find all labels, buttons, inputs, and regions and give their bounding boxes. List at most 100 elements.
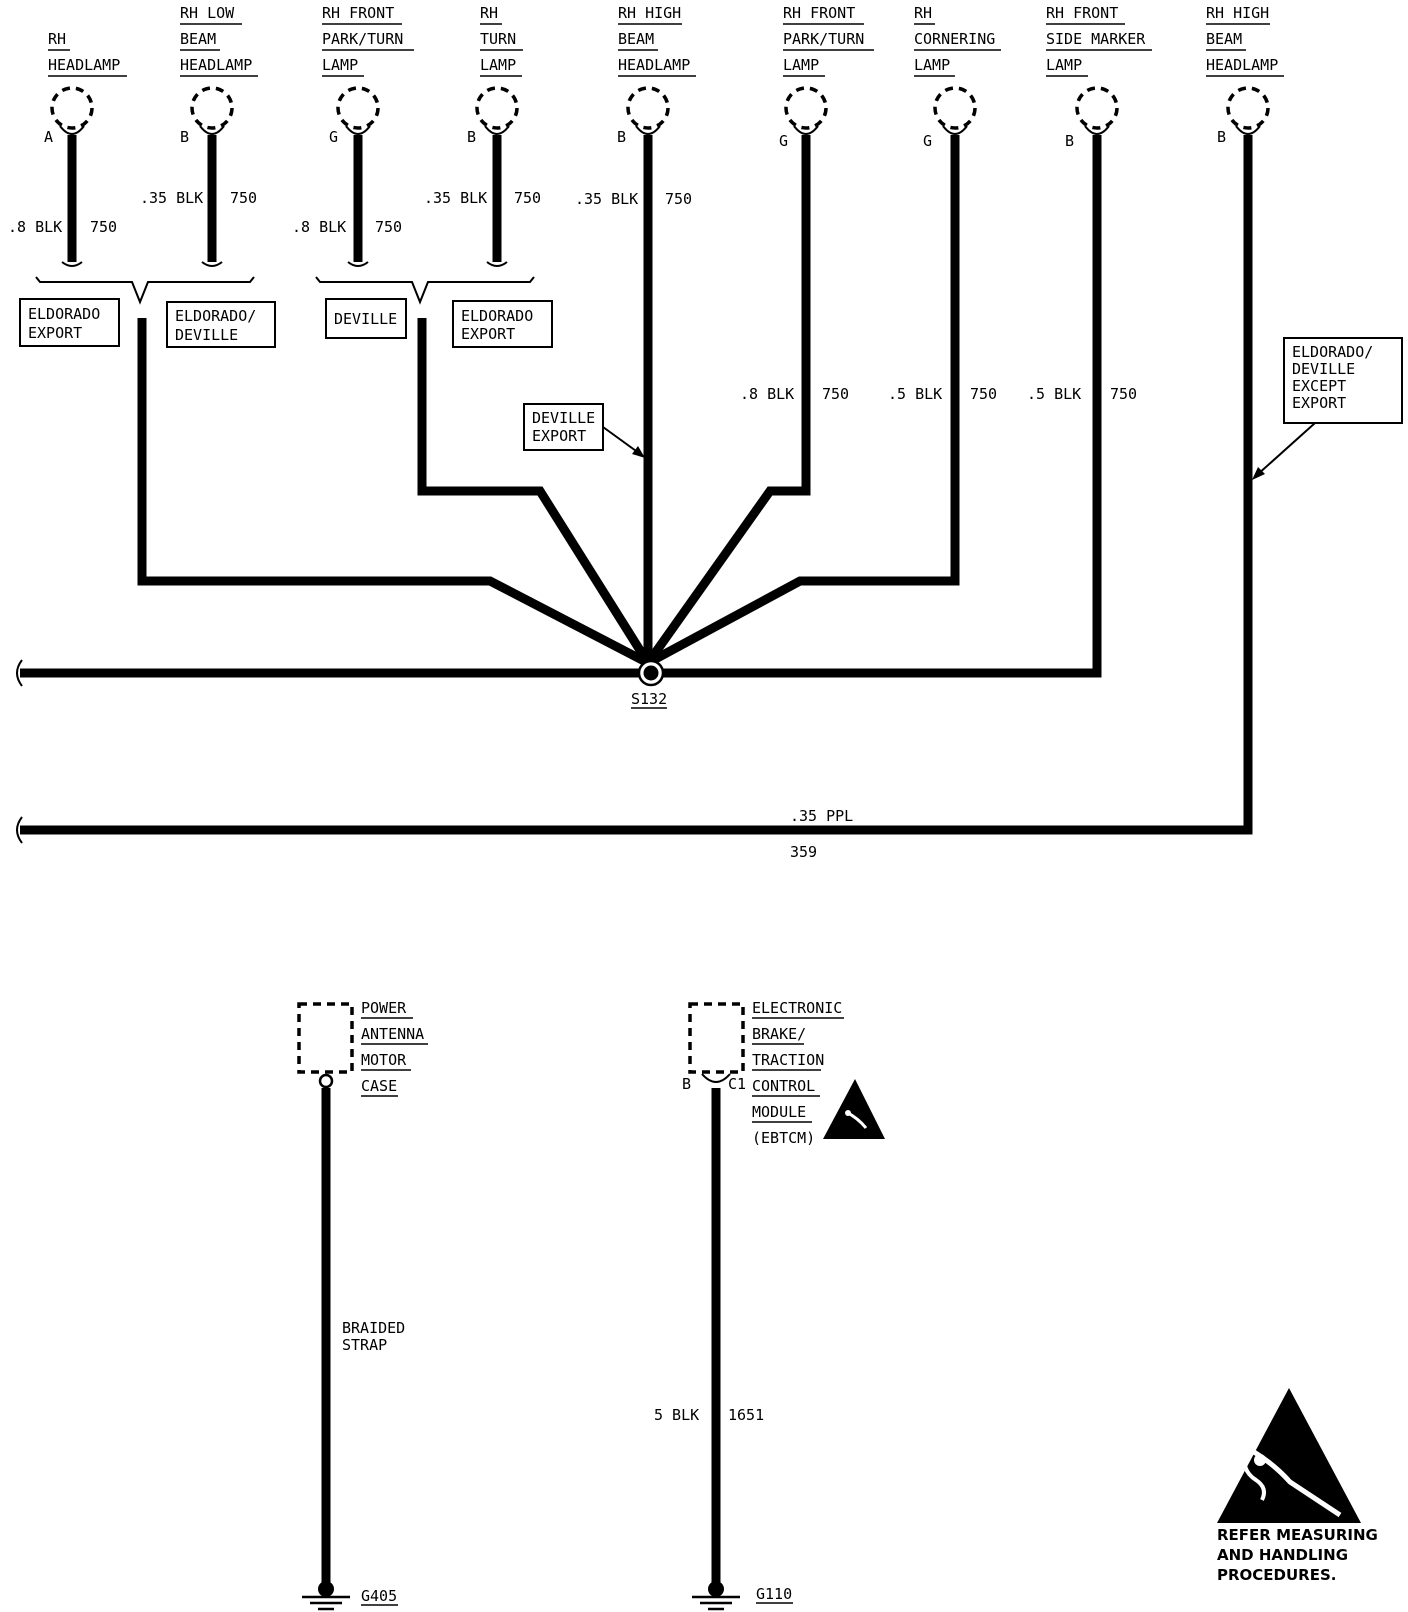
svg-text:DEVILLE: DEVILLE (334, 310, 397, 328)
lamp-bulb-icon (475, 86, 519, 135)
ebtcm-module-box (688, 1002, 745, 1074)
svg-text:HEADLAMP: HEADLAMP (48, 56, 120, 74)
bracket-right (315, 276, 535, 305)
option-eldorado-export-2: ELDORADO EXPORT (452, 300, 553, 348)
svg-text:RH FRONT: RH FRONT (783, 4, 855, 22)
ground-icon (692, 1581, 740, 1611)
ground-label-g405: G405 (361, 1587, 397, 1605)
svg-text:.35 BLK: .35 BLK (575, 190, 638, 208)
svg-text:AND HANDLING: AND HANDLING (1217, 1546, 1348, 1564)
wire-ppl (20, 135, 1253, 835)
svg-text:BRAKE/: BRAKE/ (752, 1025, 806, 1043)
wire-branch-2 (417, 318, 652, 666)
power-antenna-circuit: POWER ANTENNA MOTOR CASE BRAIDED STRAP G… (297, 999, 428, 1611)
lamp-7-title: RH CORNERING LAMP (914, 4, 995, 74)
svg-text:B: B (682, 1075, 691, 1093)
svg-text:B: B (1065, 132, 1074, 150)
svg-text:HEADLAMP: HEADLAMP (180, 56, 252, 74)
lamp-bulb-icon (1226, 86, 1270, 135)
svg-text:DEVILLE: DEVILLE (1292, 360, 1355, 378)
svg-text:G: G (779, 132, 788, 150)
svg-text:A: A (44, 128, 53, 146)
svg-text:.8 BLK: .8 BLK (8, 218, 62, 236)
svg-text:REFER MEASURING: REFER MEASURING (1217, 1526, 1378, 1544)
svg-text:LAMP: LAMP (783, 56, 819, 74)
svg-text:LAMP: LAMP (480, 56, 516, 74)
svg-text:LAMP: LAMP (914, 56, 950, 74)
svg-text:EXPORT: EXPORT (28, 324, 82, 342)
svg-text:359: 359 (790, 843, 817, 861)
lamp-bulb-icon (50, 86, 94, 135)
svg-text:MOTOR: MOTOR (361, 1051, 407, 1069)
svg-text:BRAIDED: BRAIDED (342, 1319, 405, 1337)
svg-text:750: 750 (970, 385, 997, 403)
wire-park-turn (644, 135, 811, 666)
svg-text:ELDORADO/: ELDORADO/ (175, 307, 256, 325)
top-wires (16, 135, 1253, 844)
svg-text:B: B (180, 128, 189, 146)
svg-text:.35 BLK: .35 BLK (140, 189, 203, 207)
svg-text:5 BLK: 5 BLK (654, 1406, 699, 1424)
svg-text:750: 750 (90, 218, 117, 236)
lamp-1-title: RH HEADLAMP (48, 30, 120, 74)
wire-cornering (645, 135, 960, 667)
svg-text:MODULE: MODULE (752, 1103, 806, 1121)
splice-s132: S132 (631, 659, 667, 709)
lamp-3-title: RH FRONT PARK/TURN LAMP (322, 4, 403, 74)
lamp-group (50, 86, 1270, 135)
wire-break-2 (16, 816, 23, 844)
svg-text:PARK/TURN: PARK/TURN (322, 30, 403, 48)
svg-text:.35 PPL: .35 PPL (790, 807, 853, 825)
svg-text:SIDE MARKER: SIDE MARKER (1046, 30, 1146, 48)
svg-text:750: 750 (822, 385, 849, 403)
lamp-4-title: RH TURN LAMP (480, 4, 516, 74)
bracket-left (35, 276, 255, 305)
svg-text:1651: 1651 (728, 1406, 764, 1424)
svg-text:750: 750 (1110, 385, 1137, 403)
ebtcm-circuit: B C1 ELECTRONIC BRAKE/ TRACTION CONTROL … (654, 999, 885, 1611)
svg-text:ELDORADO: ELDORADO (461, 307, 533, 325)
lamp-9-title: RH HIGH BEAM HEADLAMP (1206, 4, 1278, 74)
svg-text:CONTROL: CONTROL (752, 1077, 815, 1095)
svg-text:EXPORT: EXPORT (1292, 394, 1346, 412)
svg-text:STRAP: STRAP (342, 1336, 387, 1354)
svg-text:B: B (617, 128, 626, 146)
option-eldorado-export-1: ELDORADO EXPORT (19, 298, 120, 347)
svg-text:ANTENNA: ANTENNA (361, 1025, 424, 1043)
ground-icon (302, 1581, 350, 1611)
splice-dot-icon (643, 665, 659, 681)
svg-text:.35 BLK: .35 BLK (424, 189, 487, 207)
ground-label-g110: G110 (756, 1585, 792, 1603)
svg-text:RH HIGH: RH HIGH (618, 4, 681, 22)
svg-text:RH FRONT: RH FRONT (322, 4, 394, 22)
lamp-8-title: RH FRONT SIDE MARKER LAMP (1046, 4, 1146, 74)
pin-labels: A B G B B G G B B (44, 128, 1226, 150)
option-deville-export: DEVILLE EXPORT (523, 403, 645, 458)
svg-text:EXPORT: EXPORT (532, 427, 586, 445)
svg-text:ELECTRONIC: ELECTRONIC (752, 999, 842, 1017)
svg-text:750: 750 (375, 218, 402, 236)
antenna-module-box (297, 1002, 354, 1074)
wire-break-1 (16, 659, 23, 687)
svg-text:DEVILLE: DEVILLE (175, 326, 238, 344)
wire-branch-1 (137, 318, 651, 667)
svg-text:B: B (1217, 128, 1226, 146)
svg-text:G: G (923, 132, 932, 150)
option-deville: DEVILLE (325, 298, 407, 339)
esd-warning-icon (823, 1079, 885, 1139)
lamp-bulb-icon (190, 86, 234, 135)
svg-text:RH: RH (914, 4, 932, 22)
svg-text:750: 750 (514, 189, 541, 207)
svg-text:PARK/TURN: PARK/TURN (783, 30, 864, 48)
lamp-5-title: RH HIGH BEAM HEADLAMP (618, 4, 690, 74)
lamp-bulb-icon (626, 86, 670, 135)
svg-text:POWER: POWER (361, 999, 407, 1017)
svg-text:750: 750 (665, 190, 692, 208)
svg-text:BEAM: BEAM (618, 30, 654, 48)
lamp-2-title: RH LOW BEAM HEADLAMP (180, 4, 252, 74)
svg-text:PROCEDURES.: PROCEDURES. (1217, 1566, 1336, 1584)
svg-text:BEAM: BEAM (1206, 30, 1242, 48)
splice-label: S132 (631, 690, 667, 708)
